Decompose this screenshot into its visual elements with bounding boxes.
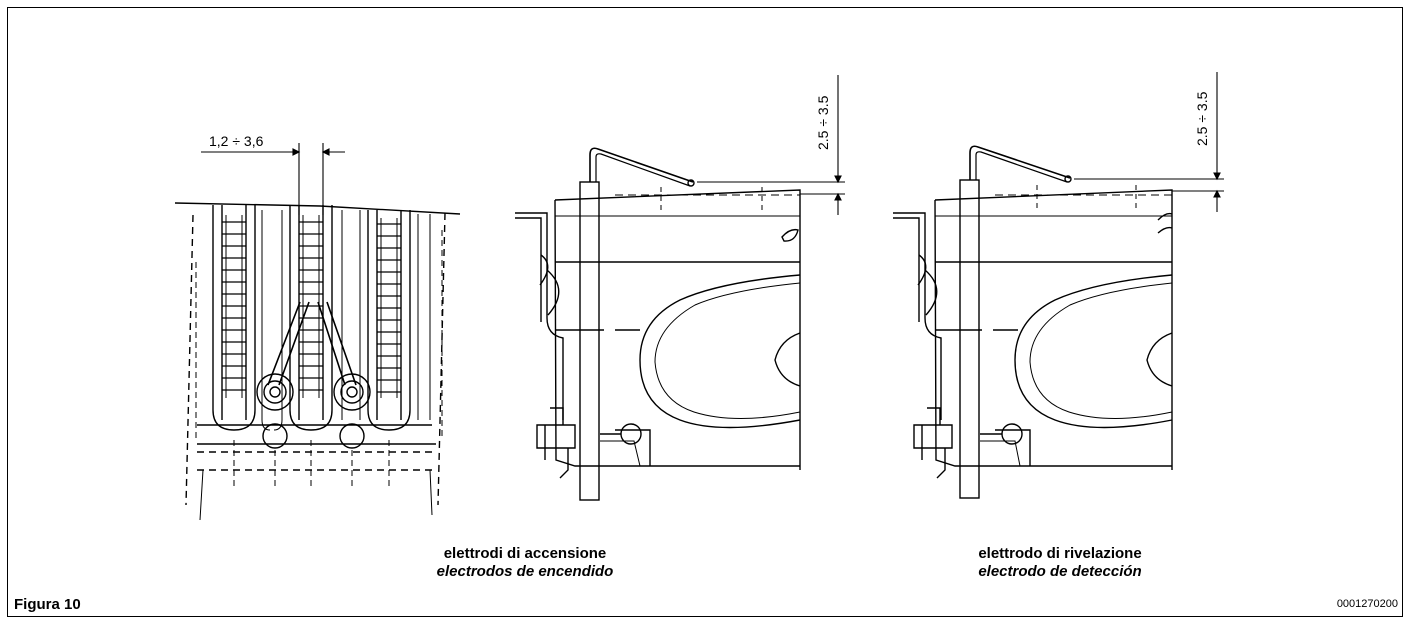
dimension-detection-gap <box>1074 72 1224 212</box>
ignition-electrode <box>579 147 695 501</box>
dimension-ignition-gap <box>697 75 845 215</box>
detection-caption-it: elettrodo di rivelazione <box>978 545 1142 562</box>
electrode-holders <box>256 373 371 449</box>
ignition-side-view <box>515 147 801 501</box>
ignition-gap-label: 2.5 ÷ 3.5 <box>815 95 831 150</box>
burner-top-view <box>174 202 461 521</box>
detection-caption: elettrodo di rivelazione electrodo de de… <box>945 545 1175 581</box>
detection-electrode <box>959 145 1072 499</box>
drawing-frame <box>7 7 1403 617</box>
document-code: 0001270200 <box>1336 598 1398 610</box>
ignition-caption: elettrodi di accensione electrodos de en… <box>405 545 645 581</box>
ignition-caption-es: electrodos de encendido <box>436 563 614 580</box>
figure-label: Figura 10 <box>14 596 81 613</box>
strip-slots <box>222 221 401 393</box>
detection-side-view <box>893 145 1173 499</box>
electrode-spacing-label: 1,2 ÷ 3,6 <box>209 133 264 149</box>
detection-caption-es: electrodo de detección <box>978 563 1142 580</box>
ignition-caption-it: elettrodi di accensione <box>443 545 607 562</box>
dimension-electrode-spacing <box>201 143 345 215</box>
ignition-electrodes <box>267 301 357 386</box>
detection-gap-label: 2.5 ÷ 3.5 <box>1194 91 1210 146</box>
